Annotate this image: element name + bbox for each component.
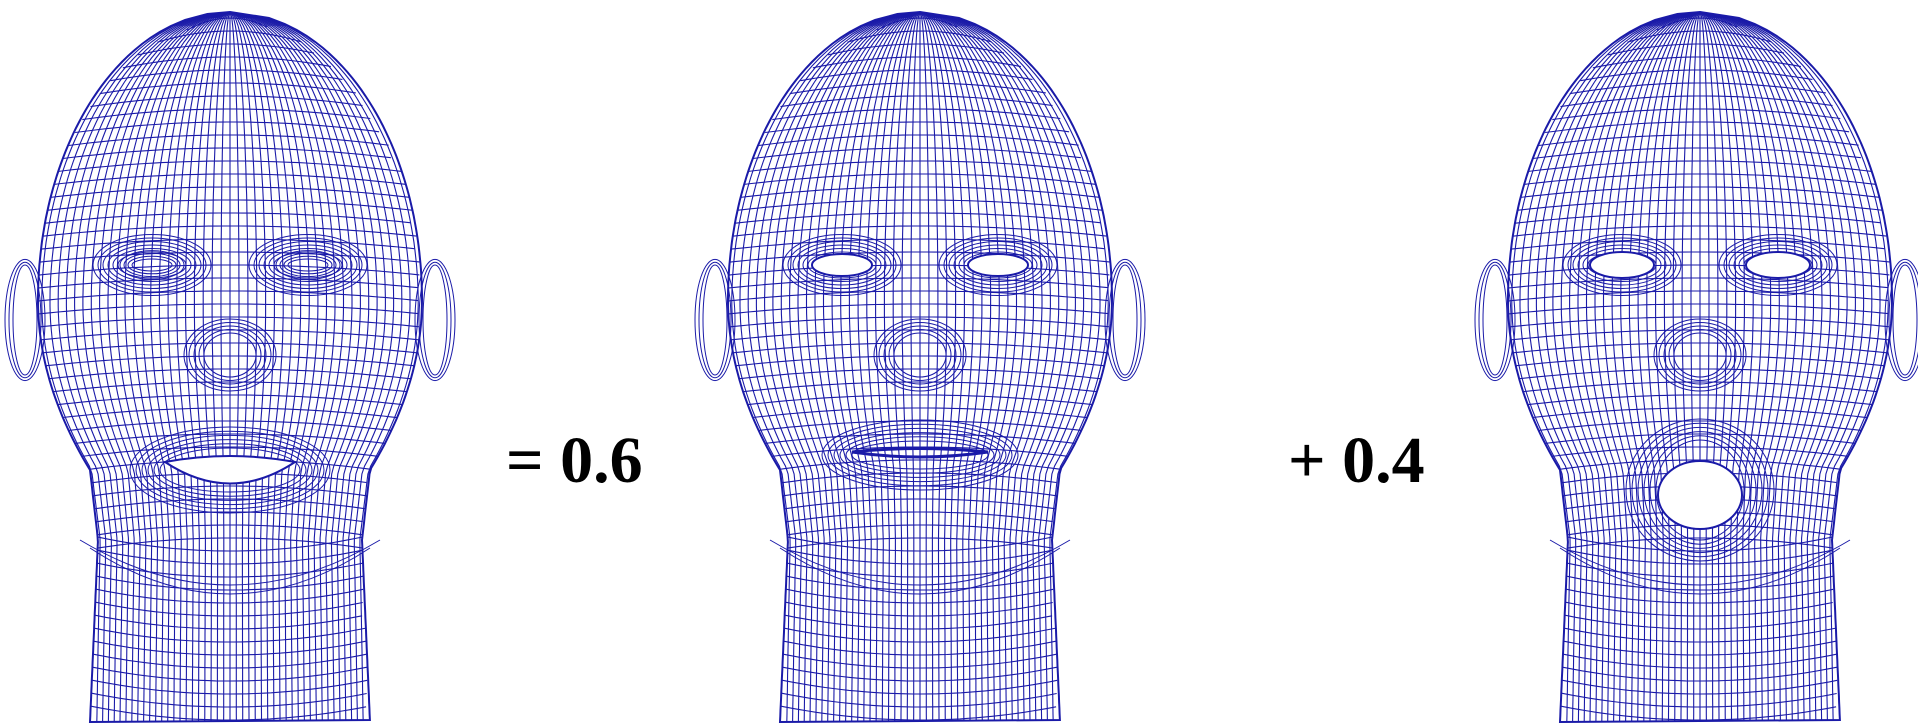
equals-weight-label: = 0.6 [506, 424, 643, 497]
mesh-grid [728, 12, 1112, 722]
mesh-grid [1508, 12, 1892, 722]
facial-features [4, 234, 456, 595]
basis-face-mesh-open-mouth [1470, 0, 1918, 728]
plus-weight-label: + 0.4 [1288, 424, 1425, 497]
face-mesh-svg [1474, 10, 1918, 724]
basis-face-mesh-neutral [690, 0, 1150, 728]
mesh-grid [38, 12, 422, 722]
face-mesh-svg [694, 10, 1146, 724]
facial-features [694, 234, 1146, 595]
face-mesh-svg [4, 10, 456, 724]
facial-features [1474, 234, 1918, 595]
blended-face-mesh [0, 0, 460, 728]
